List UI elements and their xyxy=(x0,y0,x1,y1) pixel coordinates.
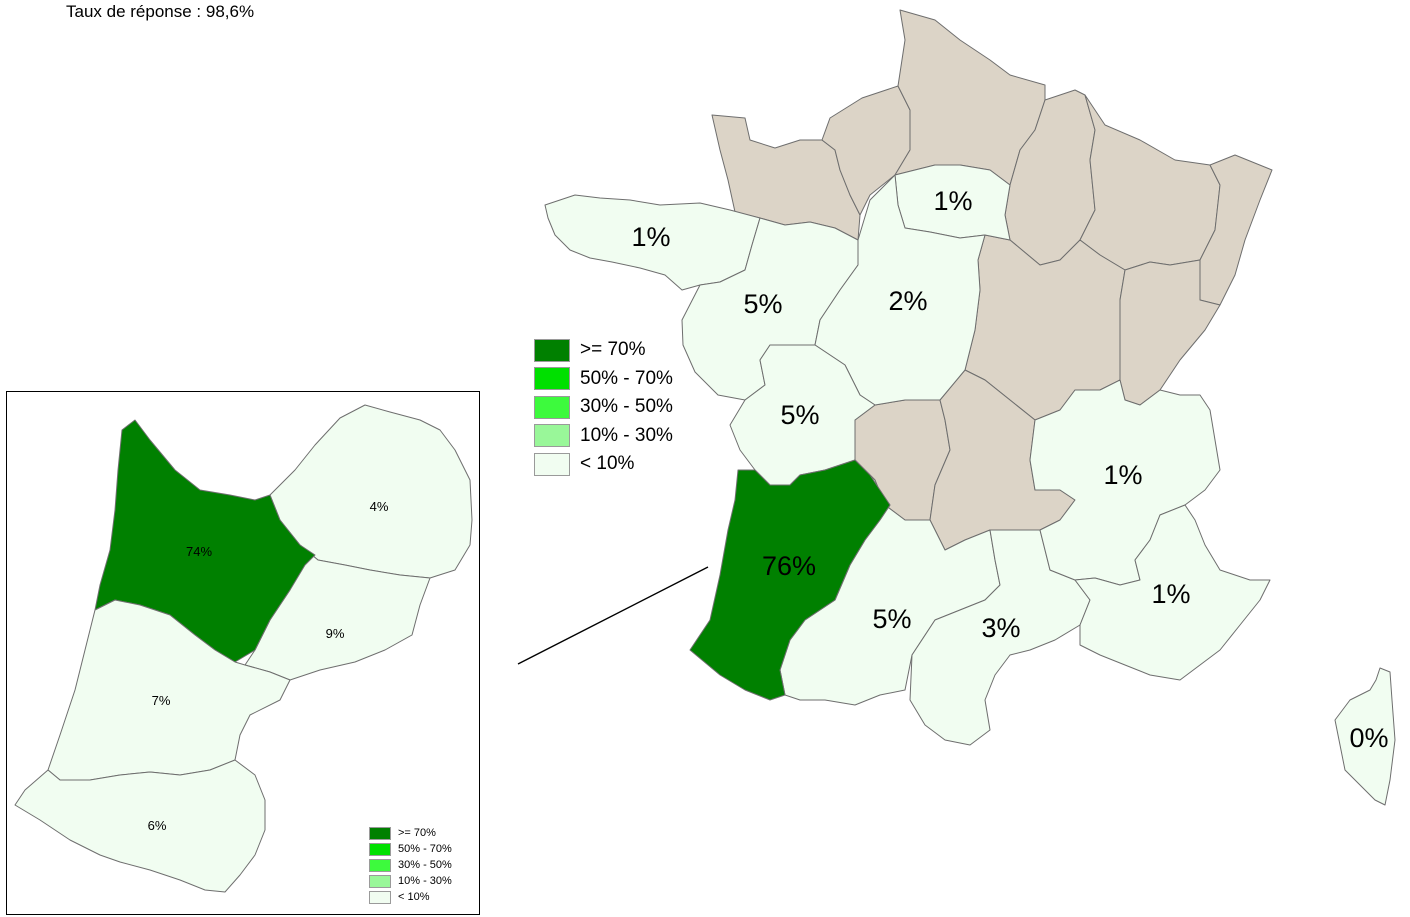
legend-row: 30% - 50% xyxy=(534,393,673,422)
inset-legend: >= 70% 50% - 70% 30% - 50% 10% - 30% < 1… xyxy=(369,825,452,905)
legend-swatch xyxy=(369,890,391,904)
legend-row: >= 70% xyxy=(369,825,452,841)
label-midi-pyrenees: 5% xyxy=(872,604,911,634)
legend-label: >= 70% xyxy=(580,339,646,361)
legend-row: < 10% xyxy=(534,450,673,479)
legend-row: >= 70% xyxy=(534,336,673,365)
label-languedoc-roussillon: 3% xyxy=(981,613,1020,643)
label-gironde: 74% xyxy=(186,544,212,559)
legend-label: 10% - 30% xyxy=(398,875,452,887)
response-rate-note: Taux de réponse : 98,6% xyxy=(66,2,255,21)
label-centre: 2% xyxy=(888,286,927,316)
legend-row: 10% - 30% xyxy=(369,873,452,889)
region-lorraine xyxy=(1079,94,1221,271)
legend-row: 50% - 70% xyxy=(369,841,452,857)
legend-label: 50% - 70% xyxy=(580,367,673,389)
label-landes: 7% xyxy=(152,693,171,708)
legend-swatch xyxy=(534,367,570,391)
legend-swatch xyxy=(369,826,391,840)
label-rhone-alpes: 1% xyxy=(1103,460,1142,490)
legend-label: 30% - 50% xyxy=(580,396,673,418)
map-legend: >= 70% 50% - 70% 30% - 50% 10% - 30% < 1… xyxy=(534,336,673,479)
legend-label: 50% - 70% xyxy=(398,843,452,855)
legend-swatch xyxy=(369,874,391,888)
label-lot-et-garonne: 9% xyxy=(326,626,345,641)
label-corse: 0% xyxy=(1349,723,1388,753)
region-aquitaine xyxy=(689,459,891,701)
label-pyrenees-atlantiques: 6% xyxy=(148,818,167,833)
legend-label: < 10% xyxy=(580,453,635,475)
legend-swatch xyxy=(534,424,570,448)
region-franche-comte xyxy=(1119,259,1221,406)
legend-row: 50% - 70% xyxy=(534,365,673,394)
label-aquitaine: 76% xyxy=(762,551,816,581)
region-alsace xyxy=(1199,154,1273,306)
legend-row: 30% - 50% xyxy=(369,857,452,873)
label-ile-de-france: 1% xyxy=(933,186,972,216)
dept-gironde xyxy=(94,419,316,663)
label-dordogne: 4% xyxy=(370,499,389,514)
region-centre xyxy=(814,174,986,406)
label-pays-de-la-loire: 5% xyxy=(743,289,782,319)
legend-swatch xyxy=(534,338,570,362)
legend-swatch xyxy=(369,842,391,856)
legend-label: 30% - 50% xyxy=(398,859,452,871)
dept-pyrenees-atlantiques xyxy=(14,759,266,893)
legend-label: < 10% xyxy=(398,891,430,903)
legend-row: 10% - 30% xyxy=(534,422,673,451)
legend-swatch xyxy=(369,858,391,872)
legend-row: < 10% xyxy=(369,889,452,905)
region-paca xyxy=(1074,504,1271,681)
label-poitou-charentes: 5% xyxy=(780,400,819,430)
label-paca: 1% xyxy=(1151,579,1190,609)
legend-swatch xyxy=(534,452,570,476)
legend-swatch xyxy=(534,395,570,419)
region-corse xyxy=(1334,667,1396,806)
inset-leader-line xyxy=(517,566,709,665)
legend-label: >= 70% xyxy=(398,827,436,839)
aquitaine-inset-frame xyxy=(6,391,480,915)
label-bretagne: 1% xyxy=(631,222,670,252)
legend-label: 10% - 30% xyxy=(580,424,673,446)
